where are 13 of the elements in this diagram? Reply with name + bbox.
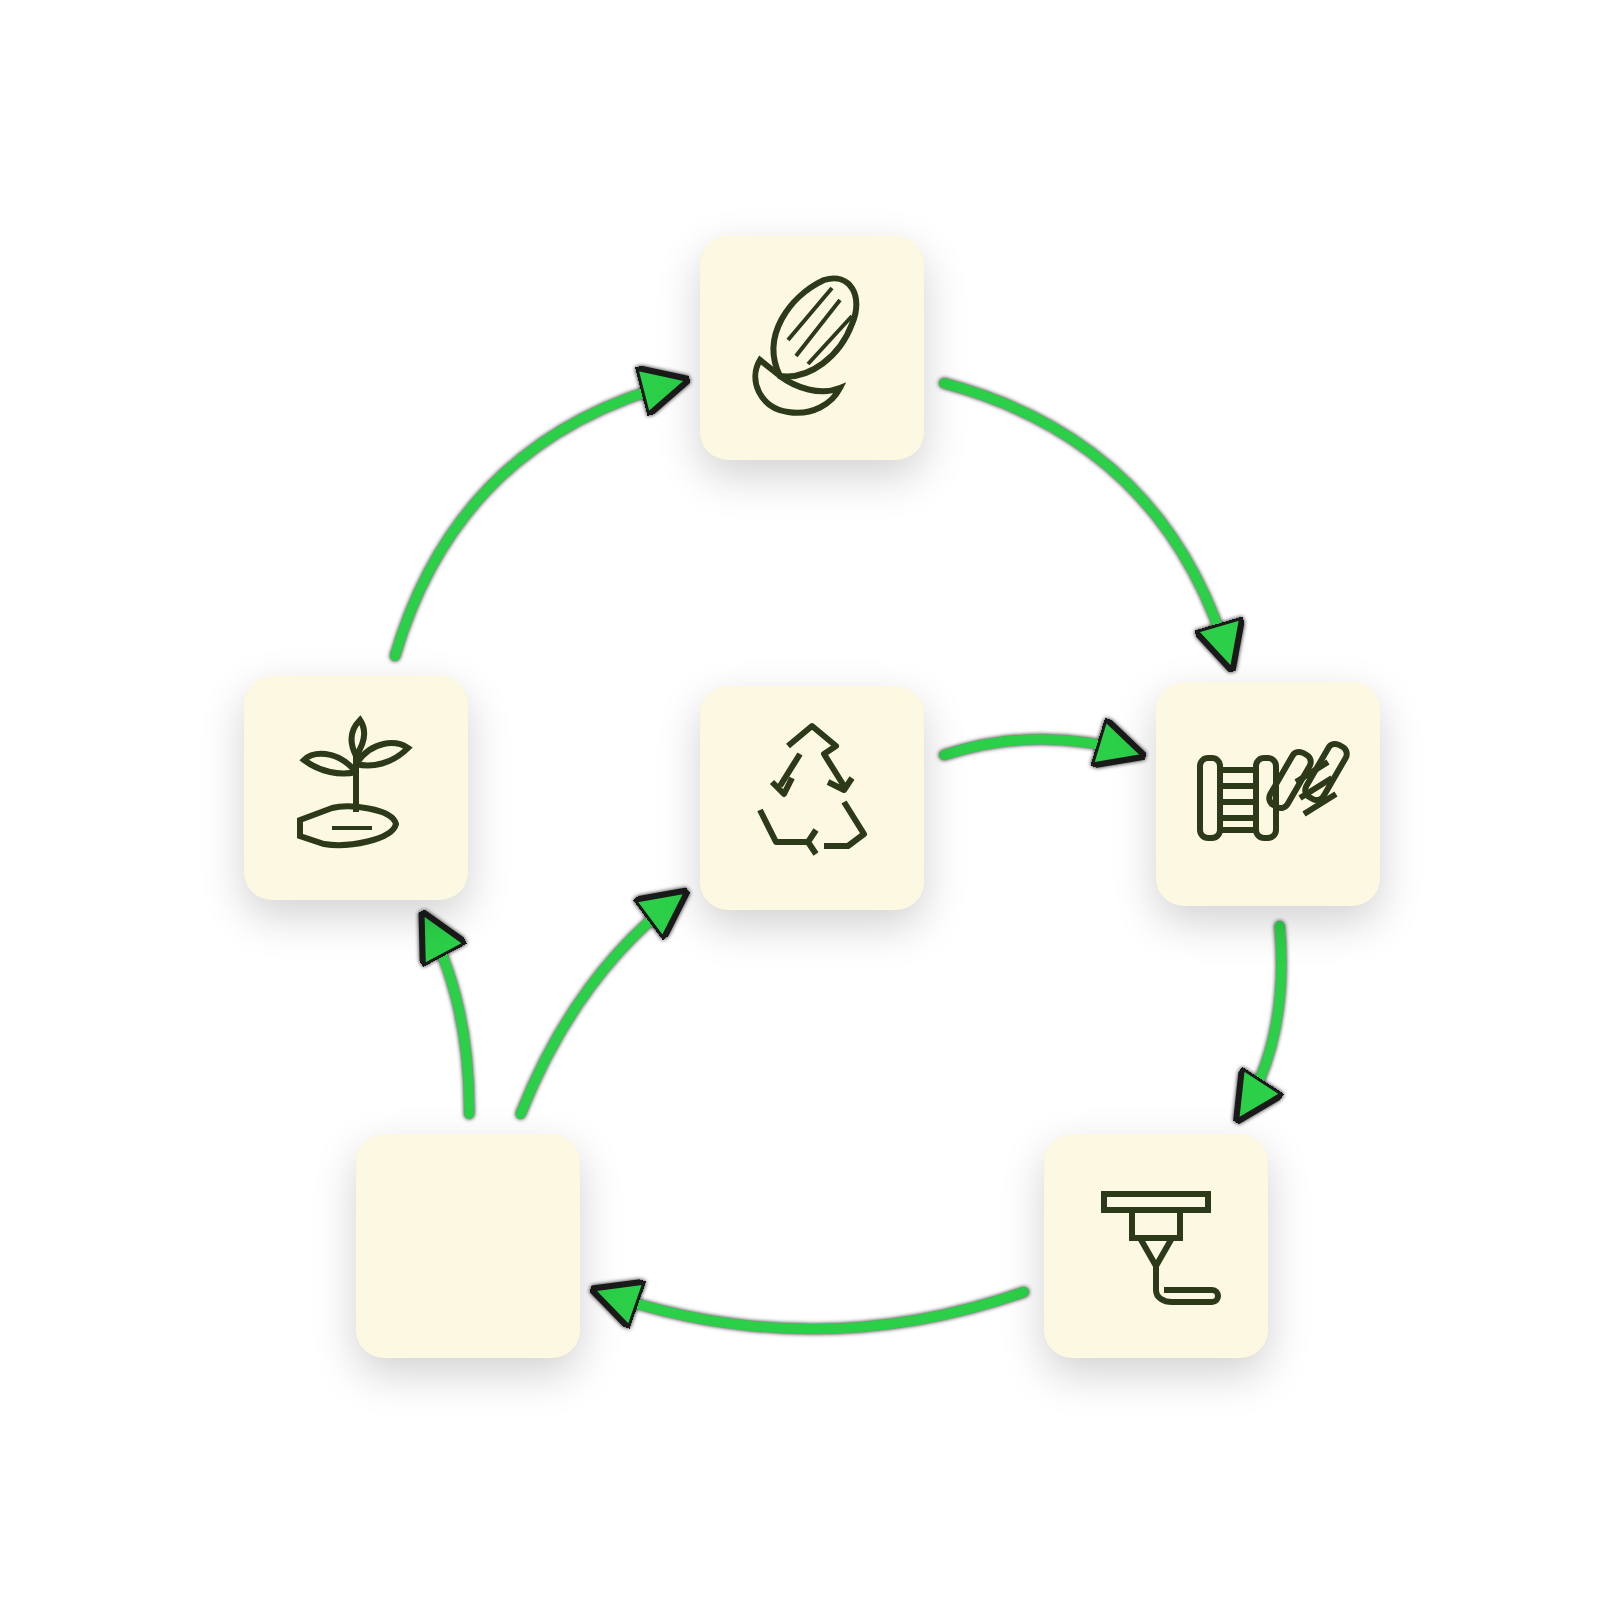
icon-tile bbox=[700, 236, 924, 460]
icon-tile bbox=[356, 1134, 580, 1358]
icon-tile bbox=[1044, 1134, 1268, 1358]
icon-tile bbox=[244, 676, 468, 900]
curved-arrow bbox=[939, 378, 1244, 675]
icon-tile bbox=[1156, 682, 1380, 906]
curved-arrow bbox=[515, 887, 691, 1119]
curved-arrow bbox=[390, 366, 693, 661]
curved-arrow bbox=[587, 1277, 1029, 1334]
curved-arrow bbox=[1233, 921, 1287, 1126]
curved-arrow bbox=[418, 908, 475, 1119]
icon-tile bbox=[700, 686, 924, 910]
curved-arrow bbox=[939, 715, 1149, 770]
